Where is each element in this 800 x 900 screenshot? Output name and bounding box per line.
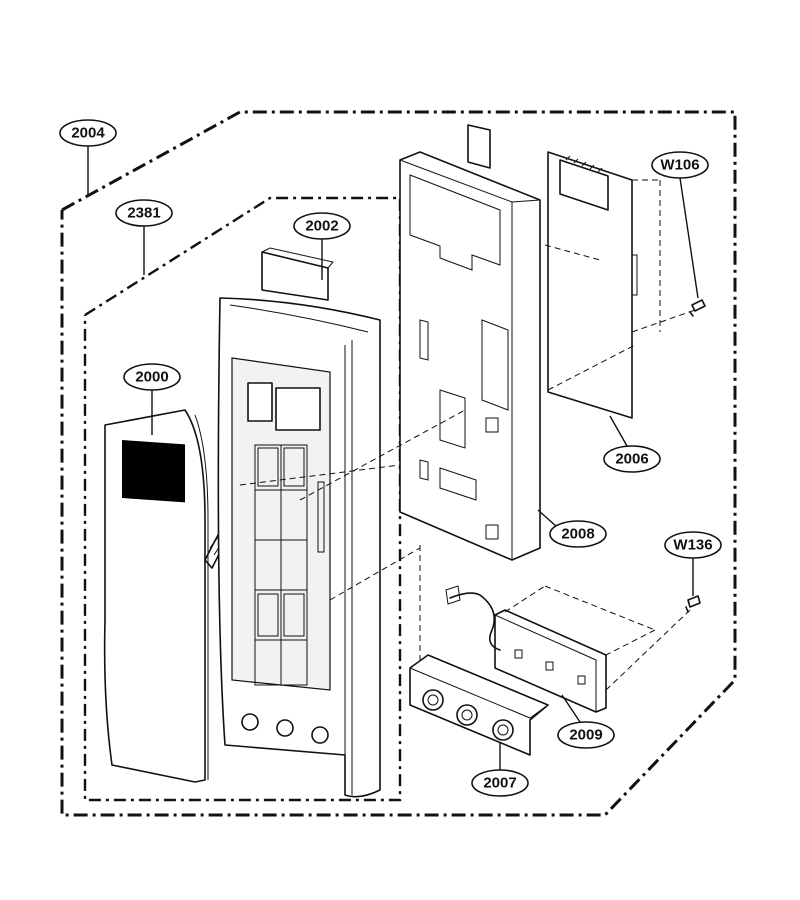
knob-3[interactable]	[492, 719, 514, 741]
panel-knob-hole-2	[276, 719, 294, 737]
callout-2006: 2006	[603, 415, 661, 473]
panel-knob-hole-1	[241, 713, 259, 731]
callout-2381: 2381	[115, 199, 173, 275]
part-2008-bracket-frame[interactable]	[399, 124, 541, 561]
knob-2[interactable]	[456, 704, 478, 726]
callout-2004: 2004	[59, 119, 117, 196]
callout-2008-label: 2008	[561, 526, 594, 543]
callout-2004-label: 2004	[71, 125, 105, 142]
part-2007-knob-housing[interactable]	[409, 654, 549, 756]
membrane-display-window	[122, 440, 185, 503]
callout-W106: W106	[651, 151, 709, 299]
callout-2002-label: 2002	[305, 218, 338, 235]
knob-1[interactable]	[422, 689, 444, 711]
screw-W106[interactable]	[689, 299, 706, 317]
panel-keypad-grid	[254, 444, 308, 686]
assembly-2381-outline	[83, 196, 402, 802]
callout-W136-label: W136	[673, 537, 712, 554]
callout-2007: 2007	[471, 742, 529, 797]
callout-2009: 2009	[557, 694, 615, 749]
callout-2381-label: 2381	[127, 205, 160, 222]
screw-W136[interactable]	[685, 595, 701, 613]
part-2009-control-board[interactable]	[494, 609, 607, 713]
part-2000-membrane-sheet[interactable]	[103, 409, 209, 783]
part-2006-circuit-board[interactable]	[547, 151, 638, 419]
panel-knob-hole-3	[311, 726, 329, 744]
callout-2000-label: 2000	[135, 369, 168, 386]
part-2002-front-panel[interactable]	[217, 247, 381, 798]
alignment-hidden-lines	[239, 179, 696, 691]
callout-2000: 2000	[123, 363, 181, 435]
callout-2006-label: 2006	[615, 451, 648, 468]
callout-2007-label: 2007	[483, 775, 516, 792]
callout-2002: 2002	[293, 212, 351, 280]
callout-2009-label: 2009	[569, 727, 602, 744]
callout-W106-label: W106	[660, 157, 699, 174]
callout-W136: W136	[664, 531, 722, 596]
callout-2008: 2008	[537, 509, 607, 548]
control-board-wire-harness	[445, 585, 501, 651]
